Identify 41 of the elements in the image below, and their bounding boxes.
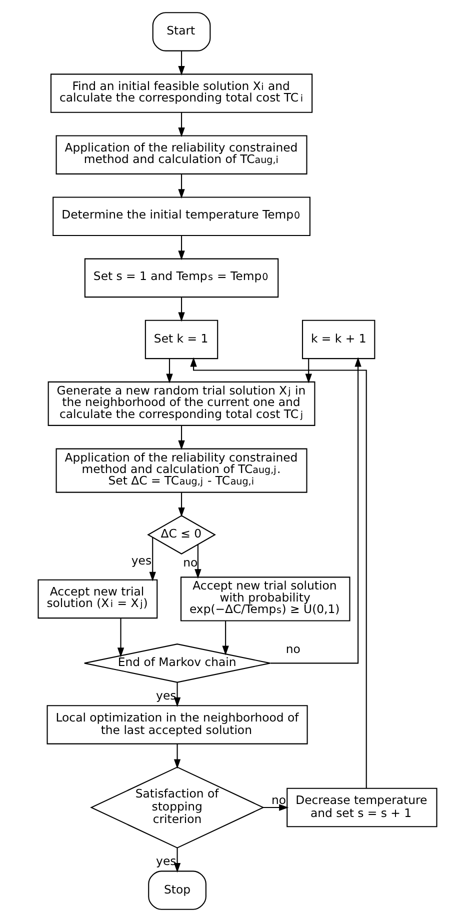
edge-label: yes	[130, 553, 152, 568]
arrow	[116, 618, 124, 658]
node-box: Accept new trial solution with probability exp(−ΔC/Temps) ≥ U(0,1)	[180, 576, 350, 622]
node-box: Set s = 1 and Temps = Temp0	[84, 258, 278, 298]
node-diamond: Satisfaction of stopping criterion	[90, 766, 264, 848]
edge-label: no	[182, 555, 198, 570]
arrow	[178, 492, 184, 518]
node-box: Stop	[148, 870, 206, 910]
arrow	[178, 426, 184, 450]
node-diamond: ΔC ≤ 0	[146, 515, 216, 554]
node-box: Application of the reliability constrained method and calculation of TCaug,i	[55, 135, 307, 174]
arrow	[178, 50, 184, 76]
arrow	[262, 804, 288, 811]
edge-label: no	[285, 642, 300, 656]
arrow	[178, 236, 184, 260]
node-box: Generate a new random trial solution Xj in the neighborhood of the current one and calculate the corresponding total cost TCj	[47, 381, 315, 426]
arrow	[270, 357, 361, 664]
edge-label: yes	[156, 688, 176, 702]
node-box: Application of the reliability constrained method and calculation of TCaug,j. Set ΔC = TCaug,j - TCaug,i	[55, 448, 307, 493]
edge-label: yes	[156, 854, 176, 868]
node-box: Find an initial feasible solution Xi and calculate the corresponding total cost TCi	[50, 74, 312, 113]
node-box: Determine the initial temperature Temp0	[52, 196, 310, 236]
node-box: k = k + 1	[301, 320, 375, 360]
arrow	[173, 682, 180, 707]
arrow	[178, 297, 184, 322]
arrow	[148, 538, 156, 582]
arrow	[166, 358, 172, 384]
arrow	[222, 621, 228, 656]
node-box: Decrease temperature and set s = s + 1	[286, 788, 437, 828]
arrow	[173, 848, 180, 873]
edge-label: no	[270, 793, 286, 808]
node-box: Accept new trial solution (Xi = Xj)	[37, 579, 158, 619]
node-box: Start	[152, 12, 210, 52]
arrow	[190, 357, 366, 788]
node-box: Set k = 1	[144, 320, 218, 360]
node-box: Local optimization in the neighborhood of the last accepted solution	[46, 705, 308, 744]
arrow	[194, 544, 201, 579]
arrow	[304, 358, 312, 384]
arrow	[178, 112, 184, 138]
arrow	[173, 744, 180, 769]
arrow	[178, 174, 184, 199]
